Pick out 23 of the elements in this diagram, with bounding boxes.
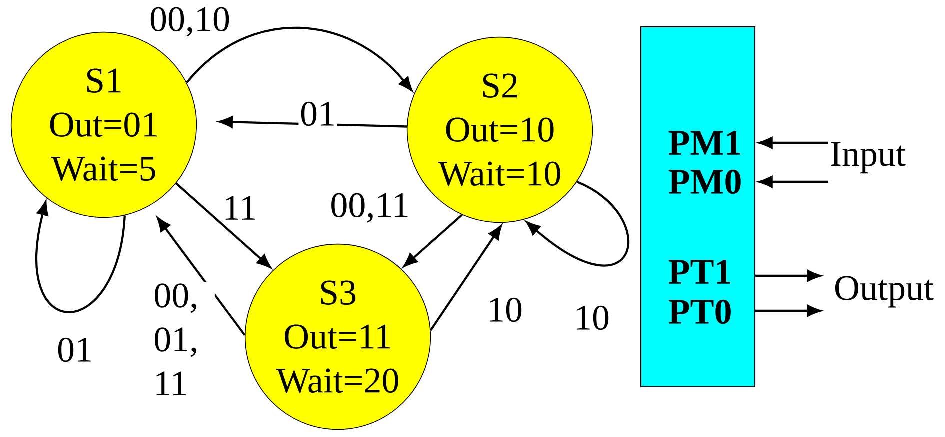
pin-label: PT1	[668, 260, 730, 284]
pin-label: PM0	[668, 170, 741, 194]
arrow	[176, 182, 272, 268]
arrow	[758, 176, 828, 188]
edge-label: 10	[572, 304, 612, 332]
arrow	[36, 201, 126, 314]
edge-label: 10	[486, 296, 524, 324]
chip-box	[640, 26, 756, 388]
pin-label: PM1	[668, 131, 740, 155]
arrow	[186, 26, 413, 92]
arrow	[756, 305, 822, 317]
arrow	[758, 137, 828, 149]
arrow	[157, 218, 246, 336]
edge-label: 11	[221, 194, 259, 222]
edge-label: 01	[56, 336, 94, 364]
arrow	[404, 214, 463, 268]
pin-label: PT0	[668, 300, 731, 324]
input-label: Input	[831, 142, 906, 174]
arrow	[756, 270, 822, 282]
edge-label: 00, 01, 11	[152, 282, 215, 397]
arrow	[526, 181, 630, 266]
output-label: Output	[836, 276, 934, 308]
arrow	[430, 226, 502, 332]
